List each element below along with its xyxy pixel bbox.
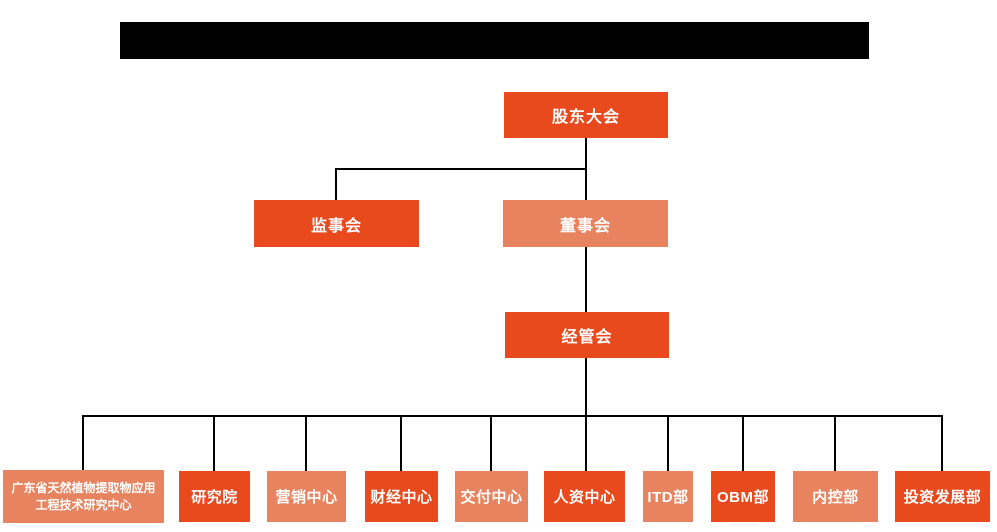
connector-line <box>82 416 84 471</box>
connector-line <box>941 416 943 471</box>
connector-line <box>400 416 402 471</box>
node-supervisory-board: 监事会 <box>254 200 419 247</box>
node-dept-obm: OBM部 <box>711 471 775 522</box>
connector-line <box>585 358 587 471</box>
connector-line <box>834 416 836 471</box>
connector-line <box>305 416 307 471</box>
connector-line <box>213 416 215 471</box>
connector-line <box>585 247 587 312</box>
node-dept-research-institute: 研究院 <box>179 471 250 522</box>
node-dept-marketing-center: 营销中心 <box>267 471 346 522</box>
redacted-title-bar <box>120 22 869 59</box>
node-dept-delivery-center: 交付中心 <box>455 471 528 522</box>
node-dept-research-center: 广东省天然植物提取物应用工程技术研究中心 <box>3 470 164 523</box>
node-dept-itd: ITD部 <box>643 471 693 522</box>
node-dept-internal-control: 内控部 <box>793 471 878 522</box>
connector-line <box>490 416 492 471</box>
node-dept-investment-development: 投资发展部 <box>895 471 990 522</box>
connector-line <box>82 415 943 417</box>
node-board-of-directors: 董事会 <box>503 200 668 247</box>
connector-line <box>742 416 744 471</box>
node-shareholders-meeting: 股东大会 <box>504 92 668 138</box>
node-dept-finance-center: 财经中心 <box>365 471 438 522</box>
node-dept-hr-center: 人资中心 <box>544 471 625 522</box>
connector-line <box>335 168 587 170</box>
node-management-committee: 经管会 <box>505 312 669 358</box>
connector-line <box>335 169 337 200</box>
connector-line <box>667 416 669 471</box>
